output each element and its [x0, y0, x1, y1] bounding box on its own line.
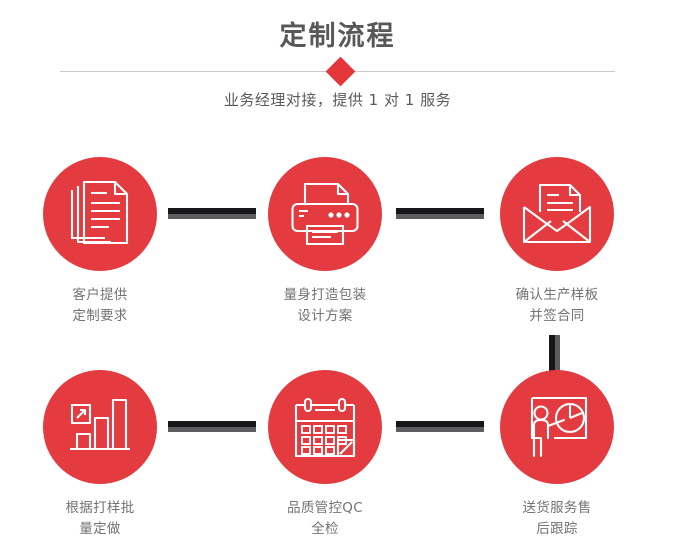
flow-step-5-label: 品质管控QC 全检	[287, 500, 363, 537]
connector-bar-gray	[168, 427, 256, 432]
flow-step-1-circle	[43, 157, 157, 271]
calendar-check-icon	[294, 397, 356, 458]
flow-step-3-circle	[500, 157, 614, 271]
connector-bar-dark	[168, 208, 256, 214]
documents-stack-icon	[70, 181, 129, 245]
connector-bar-gray	[555, 335, 560, 383]
flow-step-2-circle	[268, 157, 382, 271]
flow-step-3-label: 确认生产样板 并签合同	[515, 287, 599, 324]
connector-bar-dark	[549, 335, 555, 383]
header-subtitle: 业务经理对接，提供 1 对 1 服务	[223, 91, 452, 109]
connector-step2-step3	[396, 208, 484, 219]
presentation-person-piechart-icon	[530, 396, 588, 458]
envelope-document-icon	[522, 183, 592, 244]
connector-bar-dark	[396, 421, 484, 427]
flow-step-1-label: 客户提供 定制要求	[72, 287, 128, 324]
printer-icon	[291, 182, 359, 246]
connector-bar-gray	[168, 214, 256, 219]
flow-step-4-circle	[43, 370, 157, 484]
header-section: 定制流程 业务经理对接，提供 1 对 1 服务	[0, 0, 675, 130]
connector-bar-dark	[396, 208, 484, 214]
bar-chart-growth-icon	[70, 398, 130, 451]
connector-step4-step5	[168, 421, 256, 432]
flow-step-6-circle	[500, 370, 614, 484]
connector-bar-gray	[396, 214, 484, 219]
connector-step1-step2	[168, 208, 256, 219]
flow-step-6-label: 送货服务售 后跟踪	[522, 500, 592, 537]
connector-bar-gray	[396, 427, 484, 432]
flow-step-5-circle	[268, 370, 382, 484]
connector-step3-step4	[549, 335, 560, 383]
flow-step-4-label: 根据打样批 量定做	[65, 500, 135, 537]
page-title: 定制流程	[279, 21, 396, 52]
connector-bar-dark	[168, 421, 256, 427]
flow-step-2-label: 量身打造包装 设计方案	[283, 287, 367, 324]
connector-step5-step6	[396, 421, 484, 432]
